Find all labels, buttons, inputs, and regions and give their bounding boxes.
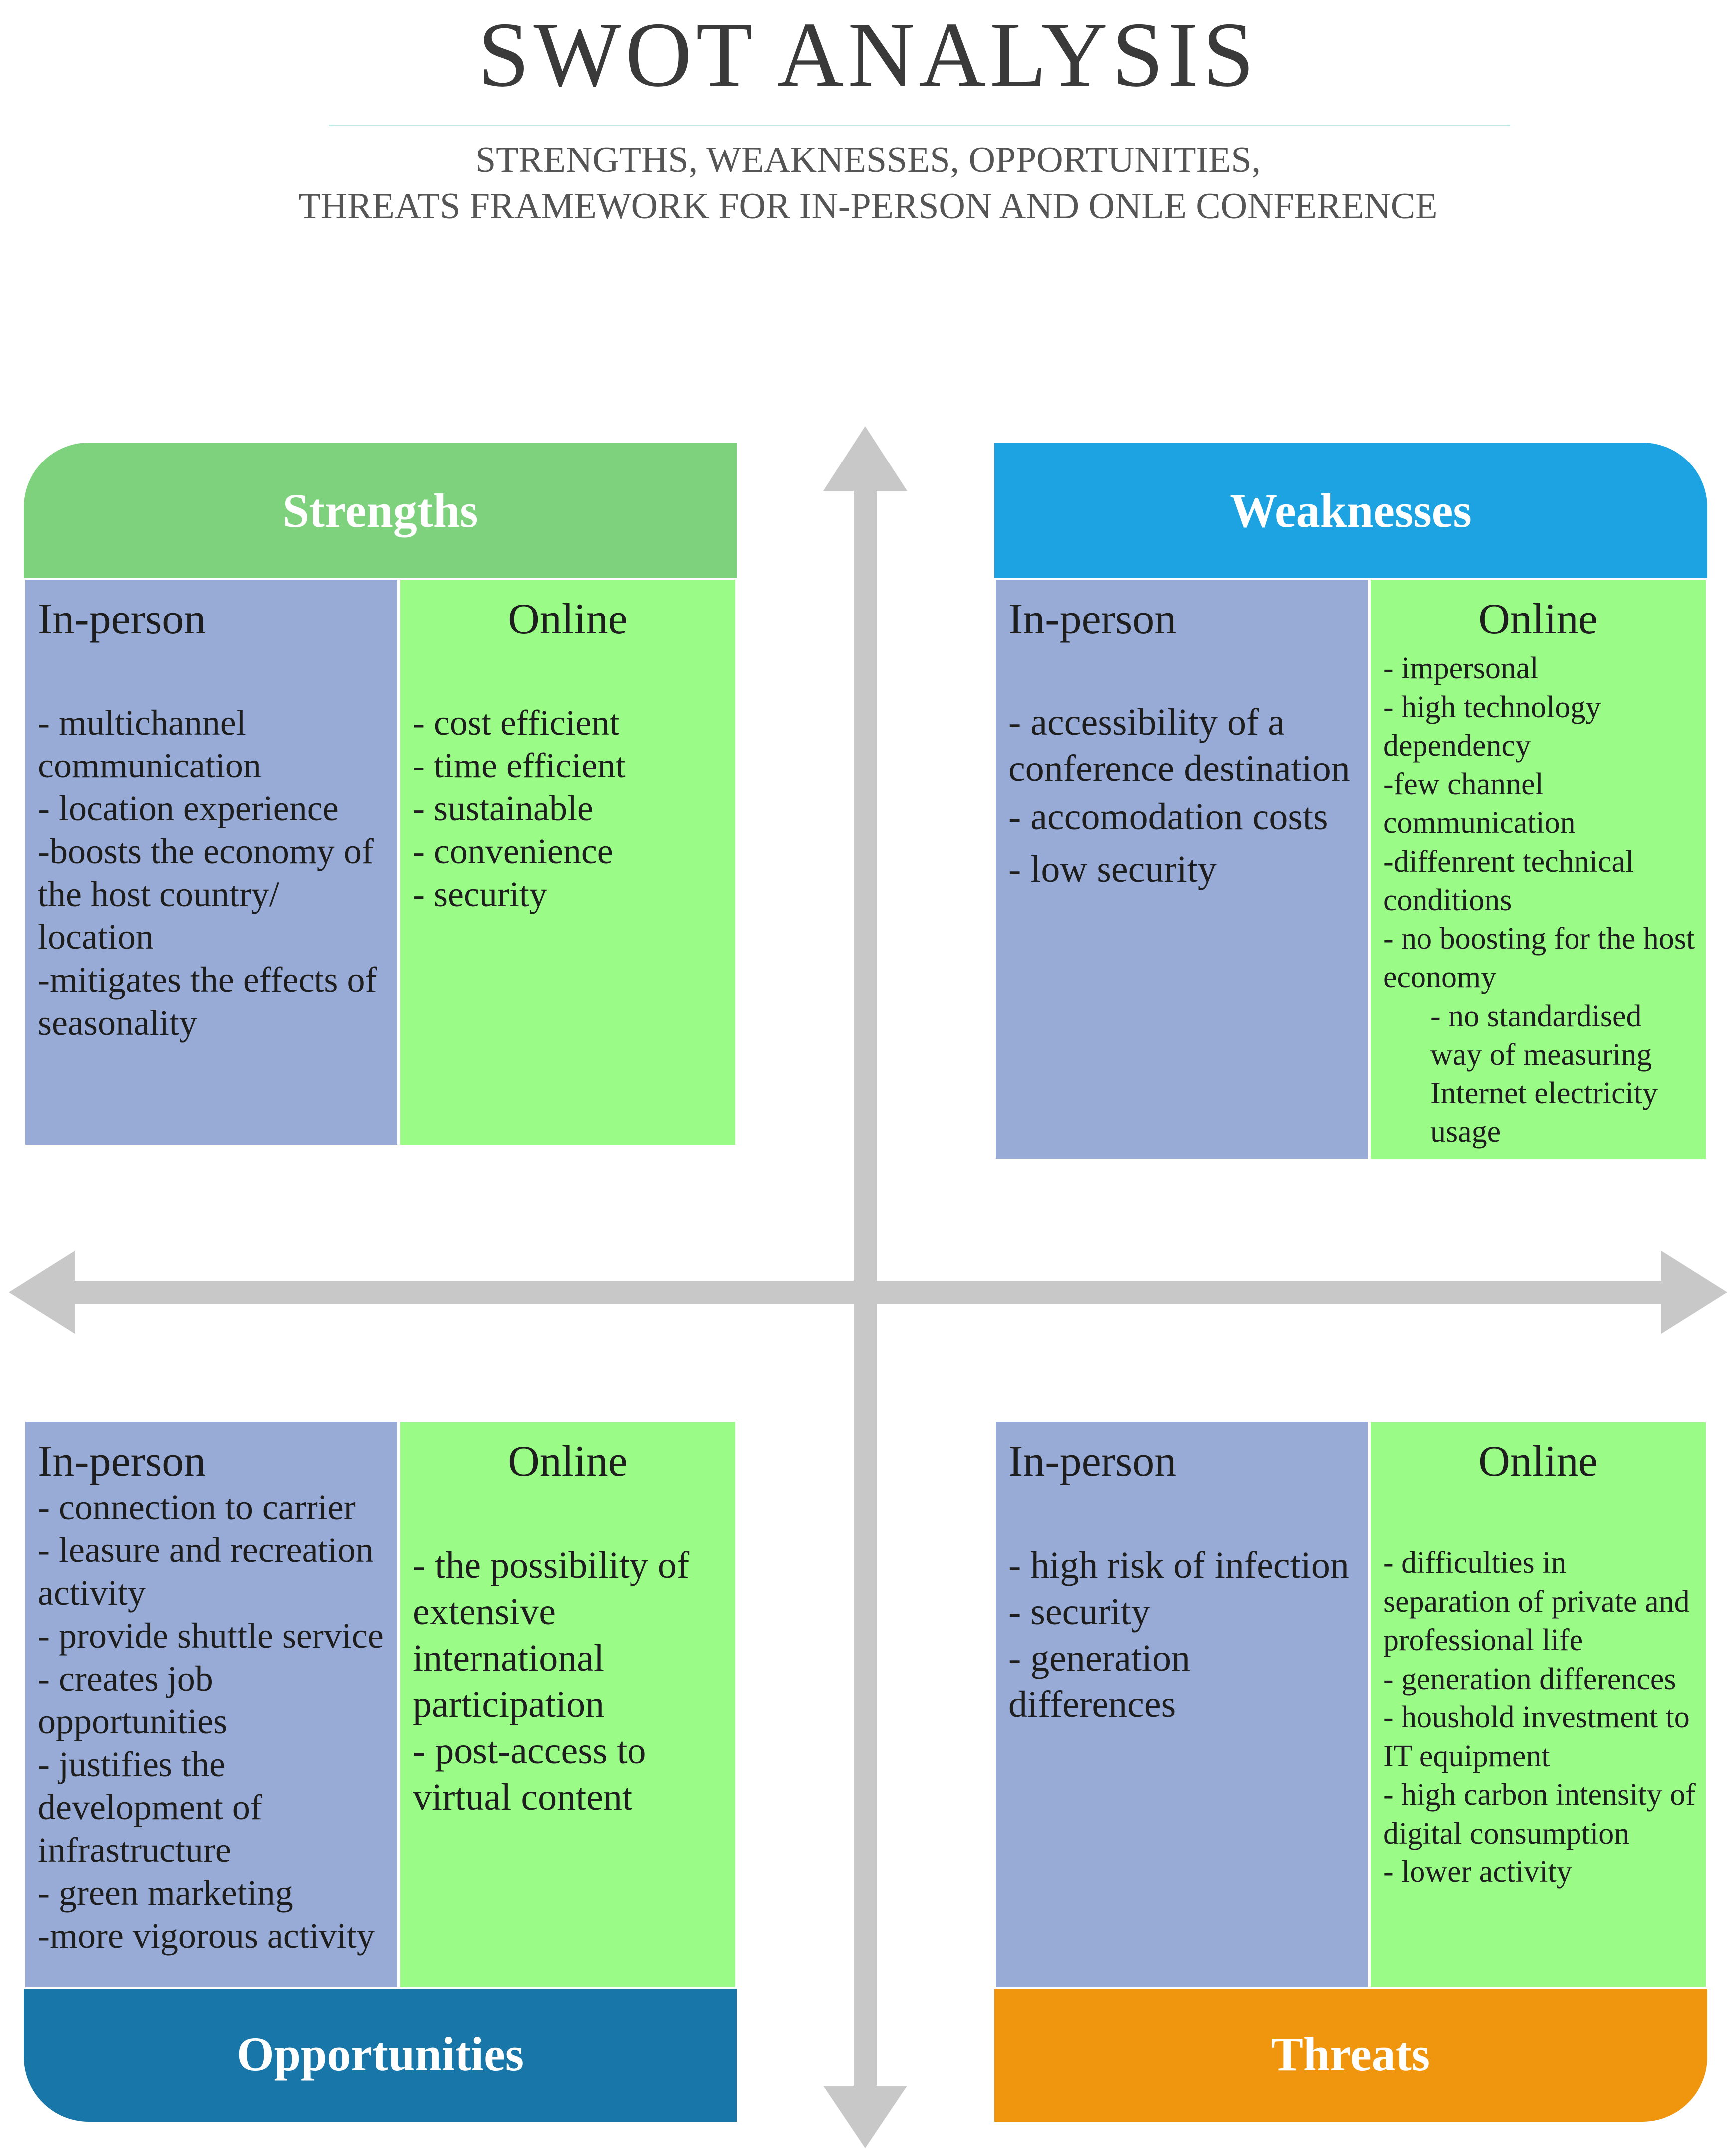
list-item: - accessibility of a conference destinat… xyxy=(1008,701,1350,789)
column-title: In-person xyxy=(1008,1437,1177,1486)
subtitle-line-2: THREATS FRAMEWORK FOR IN-PERSON AND ONLE… xyxy=(298,186,1438,227)
list-item: - accomodation costs xyxy=(1008,796,1328,838)
list-item: -more vigorous activity xyxy=(38,1916,375,1956)
list-item: - post-access to virtual content xyxy=(413,1730,646,1818)
threats-online-cell: Online - difficulties in separation of p… xyxy=(1369,1420,1707,1989)
page-title: SWOT ANALYSIS xyxy=(478,3,1258,106)
list-item: - creates job opportunities xyxy=(38,1659,227,1741)
list-item: -boosts the economy of the host country/… xyxy=(38,831,374,957)
list-item: - lower activity xyxy=(1383,1855,1572,1889)
strengths-in-person-cell: In-person - multichannel communication -… xyxy=(24,578,399,1146)
list-item: - multichannel communication xyxy=(38,703,261,785)
list-item: - time efficient xyxy=(413,746,626,785)
opportunities-online-cell: Online - the possibility of extensive in… xyxy=(399,1420,737,1989)
strengths-header: Strengths xyxy=(24,443,737,578)
axis-arrow-up xyxy=(823,426,907,491)
list-item: - the possibility of extensive internati… xyxy=(413,1544,690,1725)
list-item: - low security xyxy=(1008,848,1217,890)
weaknesses-in-person-list: - accessibility of a conference destinat… xyxy=(1008,699,1359,893)
list-item: - high technology dependency xyxy=(1383,690,1601,763)
threats-online-list: - difficulties in separation of private … xyxy=(1383,1544,1697,1892)
weaknesses-online-list: - impersonal - high technology dependenc… xyxy=(1383,649,1697,1152)
list-item: - green marketing xyxy=(38,1873,293,1913)
list-item: -mitigates the effects of seasonality xyxy=(38,960,377,1043)
column-title: In-person xyxy=(38,595,206,643)
list-item: - impersonal xyxy=(1383,651,1539,685)
list-item: -diffenrent technical conditions xyxy=(1383,844,1634,918)
opportunities-in-person-cell: In-person - connection to carrier - leas… xyxy=(24,1420,399,1989)
list-item: - justifies the development of infrastru… xyxy=(38,1744,262,1870)
strengths-in-person-list: - multichannel communication - location … xyxy=(38,701,388,1044)
title-divider xyxy=(329,125,1510,126)
strengths-online-cell: Online - cost efficient - time efficient… xyxy=(399,578,737,1146)
list-item: - location experience xyxy=(38,788,339,828)
list-item: - sustainable xyxy=(413,788,593,828)
axis-arrow-left xyxy=(9,1251,75,1334)
list-item: - provide shuttle service xyxy=(38,1616,384,1656)
list-item: - generation differences xyxy=(1383,1662,1676,1696)
list-item: - security xyxy=(413,874,547,914)
list-item: - cost efficient xyxy=(413,703,620,743)
column-title: Online xyxy=(508,1437,628,1486)
list-item: - high carbon intensity of digital consu… xyxy=(1383,1778,1696,1850)
column-title: In-person xyxy=(1008,595,1177,643)
list-item: - leasure and recreation activity xyxy=(38,1530,374,1613)
column-title: Online xyxy=(1478,595,1598,643)
list-item: - connection to carrier xyxy=(38,1487,356,1527)
threats-header: Threats xyxy=(994,1986,1707,2122)
threats-in-person-cell: In-person - high risk of infection - sec… xyxy=(994,1420,1369,1989)
list-item: - security xyxy=(1008,1591,1150,1633)
list-item: - no boosting for the host economy xyxy=(1383,922,1695,995)
weaknesses-online-cell: Online - impersonal - high technology de… xyxy=(1369,578,1707,1160)
column-title: Online xyxy=(508,595,628,643)
column-title: Online xyxy=(1478,1437,1598,1486)
list-item: - high risk of infection xyxy=(1008,1544,1349,1586)
axis-arrow-right xyxy=(1661,1251,1727,1334)
opportunities-header: Opportunities xyxy=(24,1986,737,2122)
list-item: - difficulties in separation of private … xyxy=(1383,1546,1690,1657)
weaknesses-in-person-cell: In-person - accessibility of a conferenc… xyxy=(994,578,1369,1160)
list-item: - generation differences xyxy=(1008,1637,1191,1725)
weaknesses-header: Weaknesses xyxy=(994,443,1707,578)
strengths-online-list: - cost efficient - time efficient - sust… xyxy=(413,701,726,916)
opportunities-in-person-list: - connection to carrier - leasure and re… xyxy=(38,1486,388,1957)
subtitle-line-1: STRENGTHS, WEAKNESSES, OPPORTUNITIES, xyxy=(475,140,1261,180)
list-item: - convenience xyxy=(413,831,613,871)
horizontal-axis-shaft xyxy=(70,1281,1670,1304)
list-item: - houshold investment to IT equipment xyxy=(1383,1700,1690,1773)
list-item: -few channel communication xyxy=(1383,767,1576,840)
threats-in-person-list: - high risk of infection - security - ge… xyxy=(1008,1542,1359,1728)
axis-arrow-down xyxy=(823,2086,907,2148)
column-title: In-person xyxy=(38,1437,206,1486)
opportunities-online-list: - the possibility of extensive internati… xyxy=(413,1542,726,1821)
list-item: - no standardised way of measuring Inter… xyxy=(1430,999,1658,1149)
